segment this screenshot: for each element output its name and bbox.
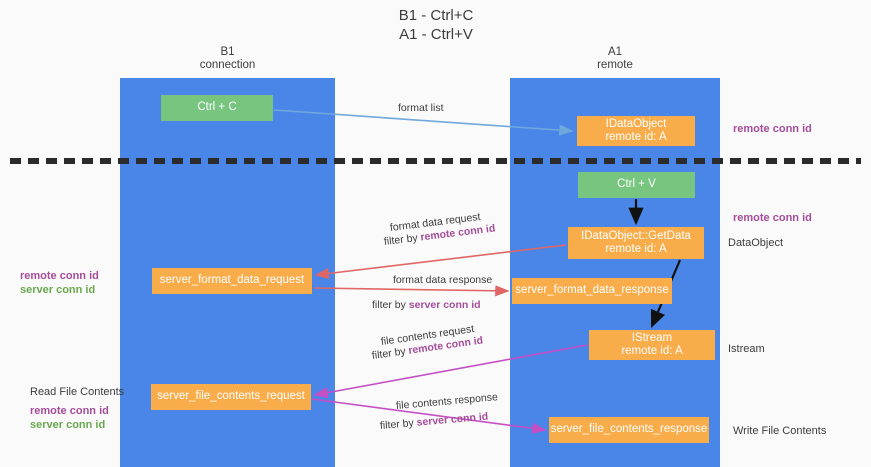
filter-key-server-conn-id: server conn id <box>416 410 489 429</box>
filter-prefix: filter by <box>371 344 410 362</box>
page-title: B1 - Ctrl+C A1 - Ctrl+V <box>398 7 474 43</box>
lane-header-b1: B1 connection <box>199 46 256 71</box>
label-left-server-conn-id: server conn id <box>20 284 96 296</box>
node-ctrl-v[interactable]: Ctrl + V <box>578 172 695 198</box>
label-left-conn-ids: remote conn id server conn id <box>20 269 99 297</box>
label-remote-conn-id-top-text: remote conn id <box>733 123 812 135</box>
node-server-file-contents-request[interactable]: server_file_contents_request <box>151 384 311 410</box>
node-server-format-data-request[interactable]: server_format_data_request <box>152 268 312 294</box>
node-idataobject[interactable]: IDataObject remote id: A <box>577 116 695 146</box>
filter-prefix: filter by <box>372 299 409 311</box>
node-idataobject-getdata[interactable]: IDataObject::GetData remote id: A <box>568 227 704 259</box>
filter-prefix: filter by <box>383 231 422 248</box>
label-write-file-contents: Write File Contents <box>733 425 827 437</box>
lane-header-a1: A1 remote <box>597 46 633 71</box>
label-remote-conn-id-mid-text: remote conn id <box>733 212 812 224</box>
label-istream: Istream <box>728 343 765 355</box>
filter-key-server-conn-id: server conn id <box>408 299 481 311</box>
filter-prefix: filter by <box>379 416 418 432</box>
label-dataobject: DataObject <box>728 237 784 249</box>
label-remote-conn-id-mid: remote conn id <box>733 211 812 225</box>
node-server-file-contents-response[interactable]: server_file_contents_response <box>549 417 709 443</box>
label-left2-server-conn-id: server conn id <box>30 419 106 431</box>
label-remote-conn-id-top: remote conn id <box>733 122 812 136</box>
node-istream[interactable]: IStream remote id: A <box>589 330 715 360</box>
edge-label-format-data-response: format data response <box>393 274 493 286</box>
label-left2-remote-conn-id: remote conn id <box>30 405 109 417</box>
label-read-file-contents-group: Read File Contents remote conn id server… <box>30 385 124 432</box>
label-read-file-contents: Read File Contents <box>30 386 125 398</box>
edge-format-data-response <box>313 285 510 297</box>
node-ctrl-c[interactable]: Ctrl + C <box>161 95 273 121</box>
edge-label-format-data-response-filter: filter by server conn id <box>372 298 481 312</box>
edge-label-format-list: format list <box>398 102 444 114</box>
label-left-remote-conn-id: remote conn id <box>20 270 99 282</box>
node-server-format-data-response[interactable]: server_format_data_response <box>512 278 672 304</box>
edge-label-file-contents-response-filter: filter by server conn id <box>379 410 488 433</box>
